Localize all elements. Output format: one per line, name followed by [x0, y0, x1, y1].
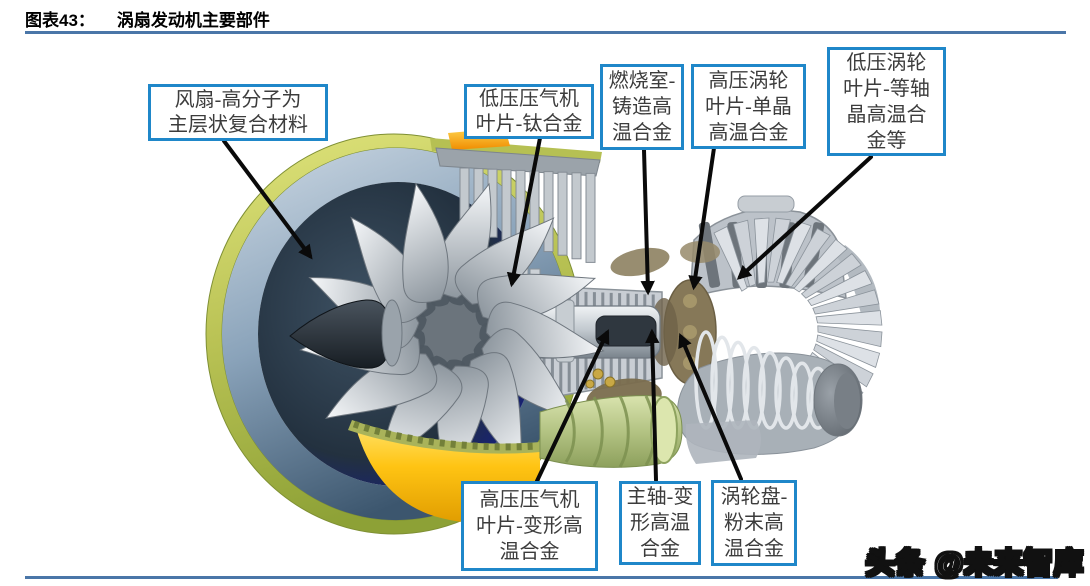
label-lp-compressor-blade: 低压压气机 叶片-钛合金: [464, 84, 594, 139]
footer-rule: [25, 576, 1058, 579]
leader-line: [678, 333, 743, 481]
cowl-flange: [650, 396, 678, 464]
label-lpc-text: 低压压气机 叶片-钛合金: [475, 87, 583, 135]
label-turbine-disk: 涡轮盘- 粉末高 温合金: [711, 480, 797, 566]
leader-line: [640, 148, 655, 296]
roof-panel: [435, 147, 601, 177]
core-cowl: [539, 395, 683, 468]
leader-line: [506, 136, 542, 288]
label-fan-text: 风扇-高分子为 主层状复合材料: [168, 88, 308, 136]
label-lp-turbine-blade: 低压涡轮 叶片-等轴 晶高温合 金等: [827, 47, 946, 156]
figure-title: 涡扇发动机主要部件: [116, 11, 270, 30]
leader-lines: [222, 136, 873, 483]
leader-line: [645, 328, 660, 482]
label-main-shaft: 主轴-变 形高温 合金: [619, 481, 701, 565]
leader-line: [535, 329, 610, 483]
label-lpt-text: 低压涡轮 叶片-等轴 晶高温合 金等: [843, 51, 930, 152]
label-shaft-text: 主轴-变 形高温 合金: [626, 486, 694, 560]
leader-line: [736, 155, 873, 280]
label-hp-compressor-blade: 高压压气机 叶片-变形高 温合金: [461, 481, 598, 571]
upper-khaki: [610, 247, 670, 277]
label-combustor: 燃烧室- 铸造高 温合金: [600, 64, 684, 150]
leader-line: [688, 146, 716, 291]
figure-number: 图表43：: [25, 11, 95, 30]
label-combustor-text: 燃烧室- 铸造高 温合金: [608, 70, 676, 144]
watermark: 头条 @未来智库: [865, 540, 1084, 582]
label-hpt-text: 高压涡轮 叶片-单晶 高温合金: [705, 69, 792, 144]
figure-header: 图表43： 涡扇发动机主要部件: [25, 6, 270, 31]
watermark-text: 头条 @未来智库: [865, 547, 1084, 581]
case-knob: [737, 195, 795, 213]
label-disk-text: 涡轮盘- 粉末高 温合金: [720, 486, 788, 560]
label-hpc-text: 高压压气机 叶片-变形高 温合金: [476, 489, 583, 563]
label-hp-turbine-blade: 高压涡轮 叶片-单晶 高温合金: [691, 64, 806, 149]
label-fan: 风扇-高分子为 主层状复合材料: [148, 84, 328, 141]
header-rule: [25, 31, 1066, 34]
fan-case-band: [348, 420, 540, 454]
leader-line: [222, 139, 313, 260]
